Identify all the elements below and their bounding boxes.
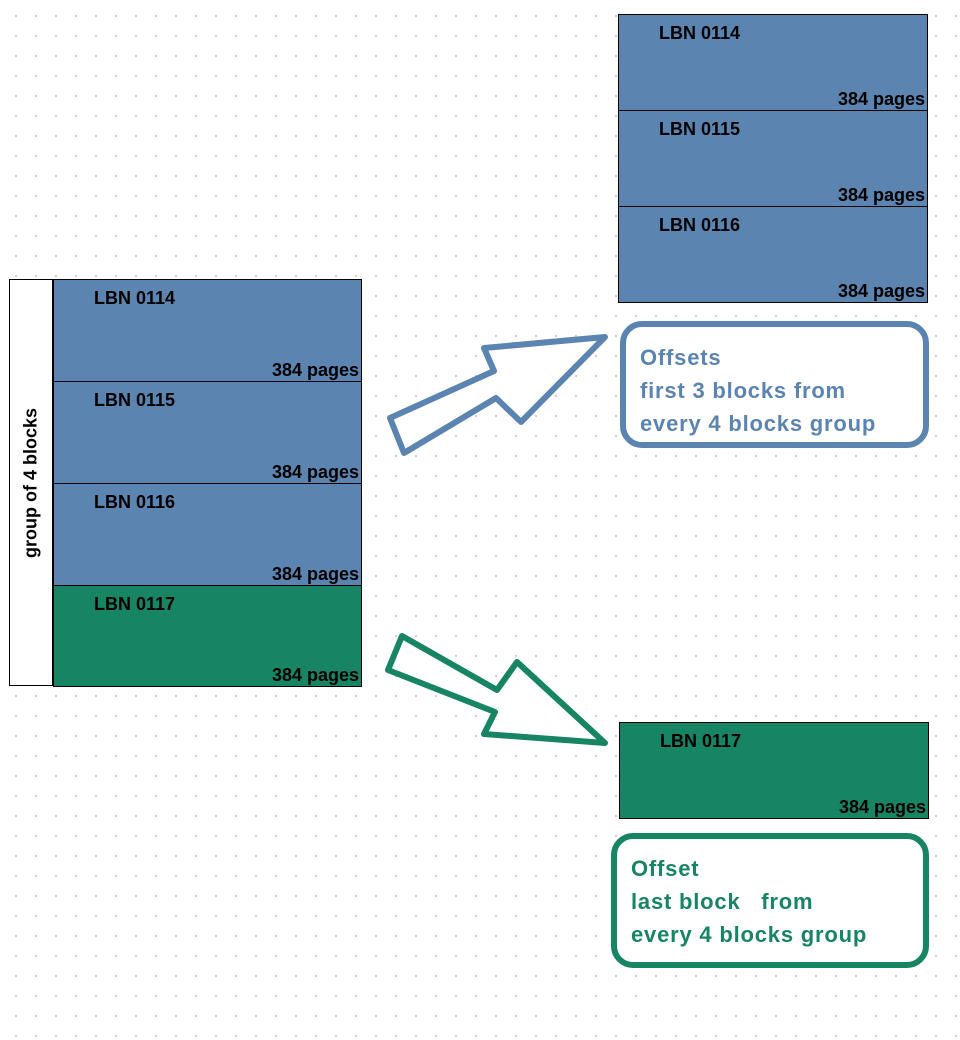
offset-block-0117: LBN 0117 384 pages: [620, 723, 928, 818]
block-pages: 384 pages: [271, 564, 359, 584]
offset-note-line: last block from: [631, 889, 814, 914]
arrow-blue-icon: [387, 334, 608, 456]
block-pages: 384 pages: [271, 665, 359, 685]
block-pages: 384 pages: [271, 360, 359, 380]
offset-note-line: every 4 blocks group: [631, 922, 868, 947]
block-pages: 384 pages: [837, 185, 925, 205]
offsets-block-0114: LBN 0114 384 pages: [619, 15, 927, 111]
group-label-box: group of 4 blocks: [9, 279, 53, 686]
block-lbn: LBN 0116: [659, 215, 741, 235]
block-pages: 384 pages: [837, 89, 925, 109]
block-lbn: LBN 0115: [94, 390, 176, 410]
offsets-note-title: Offsets: [640, 345, 722, 370]
group-block-0116: LBN 0116 384 pages: [54, 484, 361, 586]
block-pages: 384 pages: [837, 281, 925, 301]
block-lbn: LBN 0116: [94, 492, 176, 512]
group-frame: [53, 279, 362, 687]
offset-note: Offset last block from every 4 blocks gr…: [611, 833, 929, 968]
group-block-0114: LBN 0114 384 pages: [54, 280, 361, 382]
offset-frame: [619, 722, 929, 819]
offsets-block-0115: LBN 0115 384 pages: [619, 111, 927, 207]
arrow-green-icon: [385, 633, 608, 746]
offsets-note: Offsets first 3 blocks from every 4 bloc…: [620, 321, 929, 448]
block-lbn: LBN 0117: [660, 731, 742, 751]
group-block-0117: LBN 0117 384 pages: [54, 586, 361, 686]
offsets-note-line: every 4 blocks group: [640, 411, 877, 436]
block-pages: 384 pages: [838, 797, 926, 817]
block-pages: 384 pages: [271, 462, 359, 482]
offsets-frame: [618, 14, 928, 303]
offset-note-title: Offset: [631, 856, 700, 881]
offsets-note-line: first 3 blocks from: [640, 378, 846, 403]
block-lbn: LBN 0115: [659, 119, 741, 139]
block-lbn: LBN 0114: [94, 288, 176, 308]
group-block-0115: LBN 0115 384 pages: [54, 382, 361, 484]
offsets-block-0116: LBN 0116 384 pages: [619, 207, 927, 302]
block-lbn: LBN 0114: [659, 23, 741, 43]
block-lbn: LBN 0117: [94, 594, 176, 614]
